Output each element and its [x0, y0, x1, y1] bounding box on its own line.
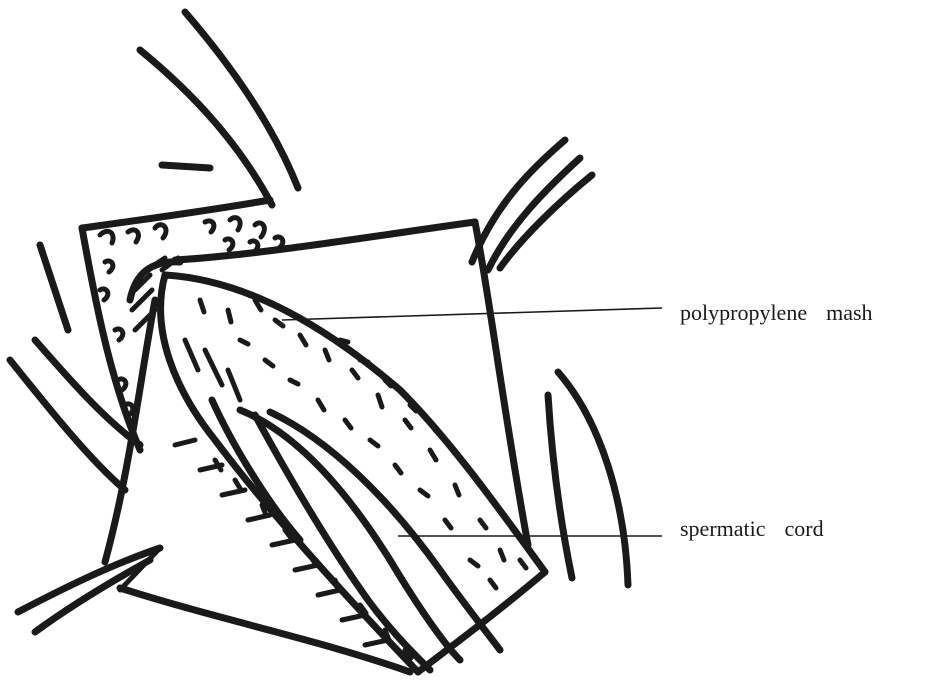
- right-retractor: [548, 372, 628, 585]
- mesh-leader: [282, 308, 662, 320]
- left-edge-lines: [10, 245, 140, 490]
- polypropylene-mesh-label: polypropylene mash: [680, 300, 873, 326]
- upper-retractor: [140, 12, 298, 205]
- spermatic-cord-label: spermatic cord: [680, 516, 824, 542]
- right-forceps: [472, 140, 592, 270]
- upper-tissue: [100, 218, 283, 415]
- lower-left-retractor: [18, 548, 160, 632]
- mesh-stitches: [175, 340, 388, 645]
